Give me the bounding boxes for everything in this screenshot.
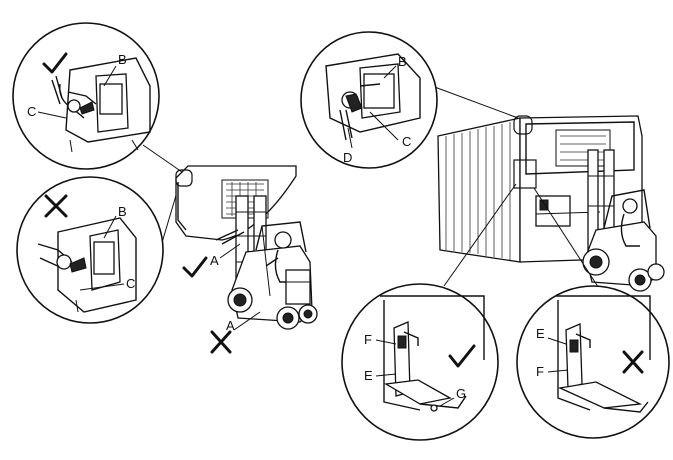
cross-mark-icon — [622, 350, 644, 374]
fork-callouts — [219, 243, 261, 331]
left-forklift-scene — [142, 144, 318, 330]
detail-label-b: B — [118, 52, 127, 67]
detail-circle-bottom-left — [16, 176, 164, 324]
detail-label-e: E — [364, 368, 373, 383]
detail-label-c: C — [27, 104, 36, 119]
detail-label-d: D — [343, 150, 352, 165]
cross-mark-icon — [210, 330, 232, 354]
detail-label-b: B — [118, 204, 127, 219]
check-mark-icon — [42, 52, 68, 74]
check-mark-icon — [182, 256, 208, 278]
fork-label-a-incorrect: A — [226, 318, 235, 333]
detail-circle-top-left — [12, 22, 160, 170]
detail-label-f: F — [364, 332, 372, 347]
detail-label-b: B — [398, 54, 407, 69]
detail-label-g: G — [456, 386, 466, 401]
right-container-scene — [437, 115, 665, 297]
detail-circle-bottom-center — [341, 283, 499, 441]
detail-label-c: C — [126, 276, 135, 291]
fork-label-a-correct: A — [210, 253, 219, 268]
detail-label-f: F — [536, 364, 544, 379]
detail-circle-bottom-right — [516, 285, 670, 439]
check-mark-icon — [448, 344, 476, 368]
cross-mark-icon — [44, 194, 68, 218]
detail-label-e: E — [536, 326, 545, 341]
detail-label-c: C — [402, 134, 411, 149]
detail-circle-top-center — [300, 31, 519, 169]
